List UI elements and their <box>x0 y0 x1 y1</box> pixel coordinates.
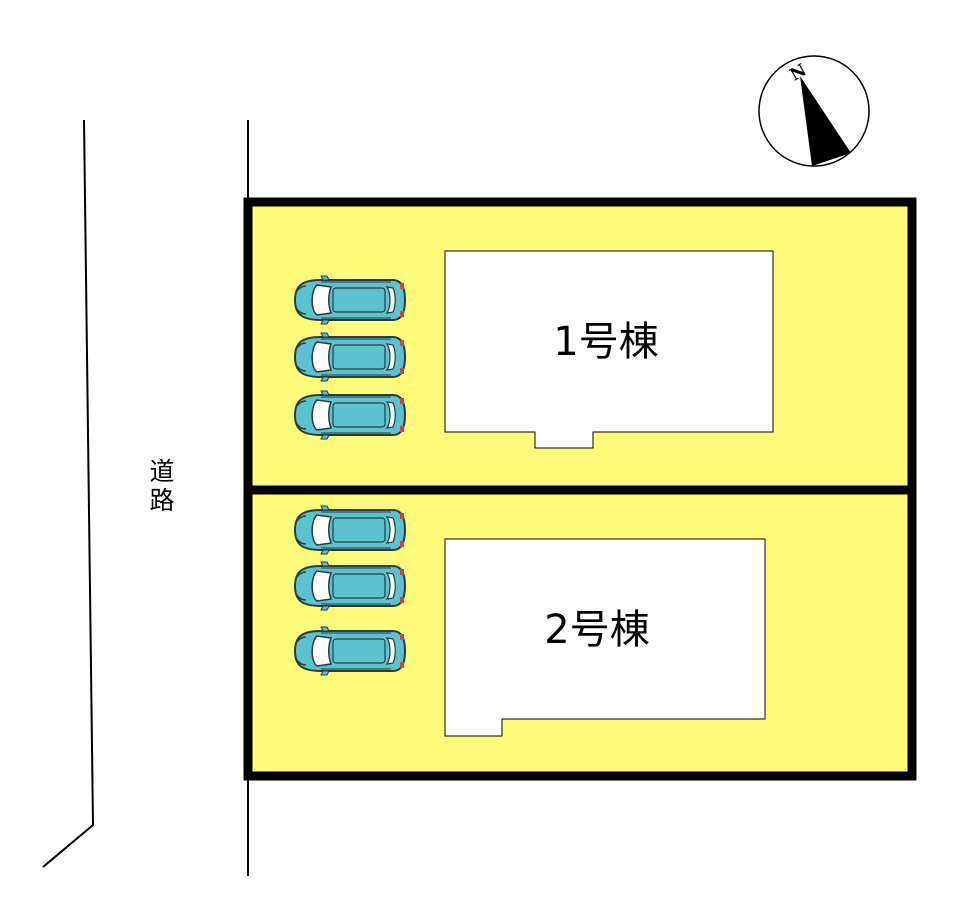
building-2-footprint <box>444 538 766 737</box>
road-label-char-1: 道 <box>149 457 174 486</box>
car-icon <box>294 332 406 382</box>
car-icon <box>294 626 406 676</box>
compass-needle <box>800 76 851 166</box>
road-west-edge-line <box>42 119 95 868</box>
building-1-label: 1号棟 <box>553 319 658 365</box>
building-2-label: 2号棟 <box>544 607 649 653</box>
car-icon <box>294 561 406 611</box>
car-icon <box>294 505 406 555</box>
car-icon <box>294 390 406 440</box>
car-icon <box>294 275 406 325</box>
road-label-char-2: 路 <box>149 486 174 515</box>
north-arrow-icon: N <box>758 55 870 167</box>
building-1-footprint <box>444 250 774 449</box>
